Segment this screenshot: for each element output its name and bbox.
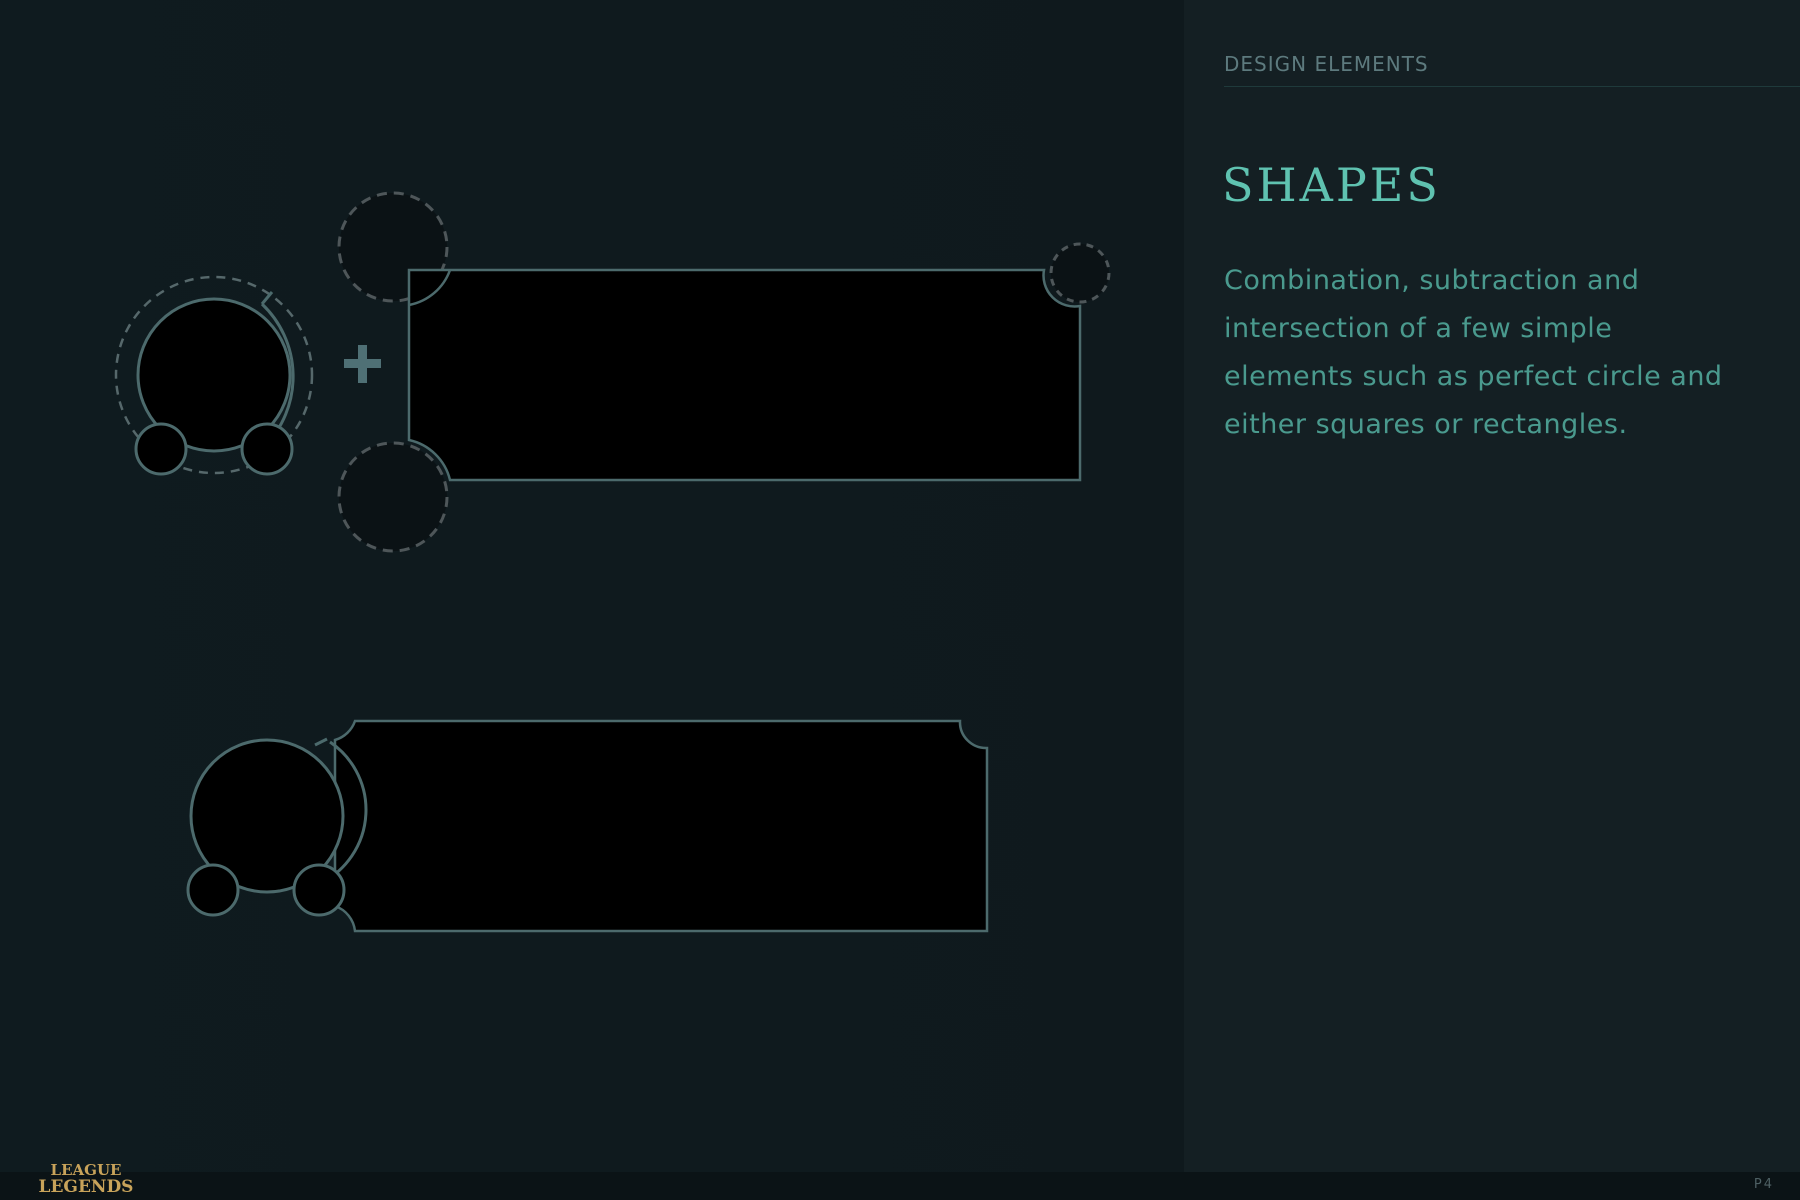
- result-emblem-arc-cap: [314, 737, 328, 747]
- svg-text:LEGENDS: LEGENDS: [39, 1177, 134, 1196]
- plus-icon: [344, 345, 381, 383]
- result-emblem-small-circle-right: [292, 863, 346, 917]
- dashed-subtract-circle-corner: [1049, 242, 1111, 304]
- result-emblem-main-circle: [189, 738, 345, 894]
- panel-rectangle-top-notch: [408, 269, 452, 307]
- section-divider: [1224, 86, 1800, 87]
- page-title: SHAPES: [1222, 158, 1441, 212]
- emblem-arc-cap: [260, 291, 274, 305]
- result-panel: [333, 719, 989, 933]
- result-emblem-outer-arc: [322, 740, 368, 884]
- page-description: Combination, subtraction and intersectio…: [1224, 265, 1723, 440]
- illustration-area: [0, 0, 1184, 1172]
- emblem-small-circle-right: [240, 422, 294, 476]
- shapes-illustration: [114, 191, 1111, 933]
- emblem-small-circle-left: [134, 422, 188, 476]
- emblem-main-circle: [136, 297, 292, 453]
- result-emblem-small-circle-left: [186, 863, 240, 917]
- dashed-subtract-circle-bottom: [337, 441, 449, 553]
- description-panel: [1184, 0, 1800, 1172]
- footer-bar: [0, 1172, 1800, 1200]
- dashed-guide-circle: [114, 275, 314, 475]
- svg-text:LEAGUE: LEAGUE: [51, 1161, 122, 1179]
- panel-rectangle-top: [407, 268, 1082, 482]
- league-of-legends-logo: LEAGUE LEGENDS: [38, 1158, 134, 1196]
- page-number: P4: [1753, 1177, 1774, 1192]
- section-label: DESIGN ELEMENTS: [1224, 52, 1429, 76]
